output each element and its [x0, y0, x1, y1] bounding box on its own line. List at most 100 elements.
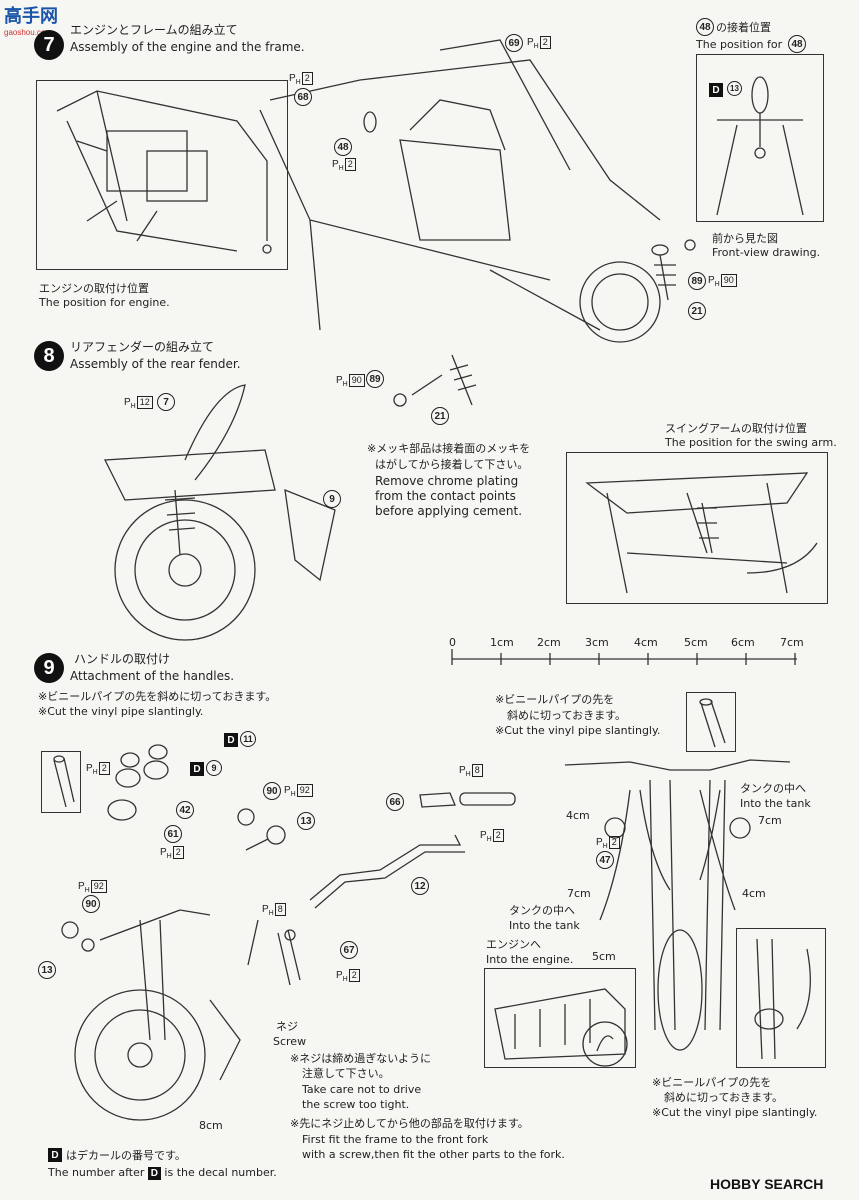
paint-ph-67-b-value: 2 — [348, 969, 360, 982]
decal-legend-inline-marker: D — [147, 1166, 161, 1180]
grip-right-drawing — [419, 792, 516, 808]
vinyl-note-3-jp-2: 斜めに切っておきます。 — [664, 1091, 784, 1104]
paint-ph-89-a-value: 90 — [720, 274, 737, 287]
paint-ph-7-value: 12 — [136, 396, 153, 409]
fit-note-en-1: First fit the frame to the front fork — [302, 1133, 489, 1146]
swingarm-position-inset — [566, 452, 828, 604]
decal-13-circle: 13 — [727, 81, 742, 96]
chrome-note-en-2: from the contact points — [375, 489, 516, 503]
part-90-a: 90 — [263, 782, 281, 800]
ruler-label-6: 6cm — [731, 636, 755, 649]
decal-d-11-marker: D — [224, 733, 238, 747]
ruler-label-4: 4cm — [634, 636, 658, 649]
chrome-note-jp-2: はがしてから接着して下さい。 — [375, 458, 529, 471]
rear-shock-drawing-2 — [393, 354, 477, 407]
engine-position-label-en: The position for engine. — [39, 296, 170, 309]
screw-note-en-2: the screw too tight. — [302, 1098, 410, 1111]
inset-48-title-en: The position for — [696, 38, 783, 51]
length-4cm-b: 4cm — [742, 887, 766, 900]
part-89-a: 89 — [688, 272, 706, 290]
site-logo: 高手网 gaoshou.com — [4, 2, 58, 37]
step-7-number: 7 — [34, 30, 64, 60]
rear-shock-drawing — [651, 239, 696, 301]
ruler-label-0: 0 — [449, 636, 456, 649]
length-5cm: 5cm — [592, 950, 616, 963]
ruler-label-2: 2cm — [537, 636, 561, 649]
mirror-drawing-a — [237, 808, 286, 851]
paint-ph-89-b-value: 90 — [348, 374, 365, 387]
step-9-title-en: Attachment of the handles. — [70, 669, 235, 683]
tank-label-2-jp: タンクの中へ — [509, 904, 575, 917]
decal-d-9-marker: D — [190, 762, 204, 776]
front-fork-drawing — [716, 76, 804, 216]
paint-ph-90-a-value: 92 — [296, 784, 313, 797]
ruler-label-7: 7cm — [780, 636, 804, 649]
tank-label-1-en: Into the tank — [740, 797, 811, 810]
part-89-b: 89 — [366, 370, 384, 388]
swingarm-drawing — [585, 472, 818, 594]
part-67: 67 — [340, 941, 358, 959]
logo-text: 高手网 — [4, 6, 58, 26]
inset-48-title-jp: の接着位置 — [716, 21, 771, 34]
paint-ph-47-value: 2 — [608, 836, 620, 849]
decal-legend-jp: はデカールの番号です。 — [66, 1149, 186, 1162]
step-9-title-jp: ハンドルの取付け — [74, 652, 171, 666]
decal-legend-en-pre: The number after — [48, 1166, 145, 1179]
screw-note-jp-1: ※ネジは締め過ぎないように — [290, 1052, 431, 1065]
step-8-title-en: Assembly of the rear fender. — [70, 357, 241, 371]
part-42: 42 — [176, 801, 194, 819]
vinyl-pipe-inset-2 — [686, 692, 736, 752]
tank-label-2-en: Into the tank — [509, 919, 580, 932]
chrome-note-en-3: before applying cement. — [375, 504, 523, 518]
part-13-a: 13 — [297, 812, 315, 830]
screw-note-en-1: Take care not to drive — [302, 1083, 422, 1096]
paint-ph-69-value: 2 — [539, 36, 551, 49]
footer-brand-text: HOBBY SEARCH — [710, 1176, 824, 1192]
screw-label-en: Screw — [273, 1035, 307, 1048]
part-12: 12 — [411, 877, 429, 895]
ruler-label-3: 3cm — [585, 636, 609, 649]
engine-route-en: Into the engine. — [486, 953, 574, 966]
length-4cm-a: 4cm — [566, 809, 590, 822]
grip-left-drawing — [247, 919, 301, 986]
fit-note-jp: ※先にネジ止めしてから他の部品を取付けます。 — [290, 1117, 529, 1130]
engine-position-label-jp: エンジンの取付け位置 — [39, 282, 149, 295]
part-61: 61 — [164, 825, 182, 843]
vinyl-note-2-jp-1: ※ビニールパイプの先を — [495, 693, 615, 706]
vinyl-note-3-jp-1: ※ビニールパイプの先を — [652, 1076, 772, 1089]
step-8-title-jp: リアフェンダーの組み立て — [70, 340, 215, 354]
part-69: 69 — [505, 34, 523, 52]
vinyl-note-3-en: ※Cut the vinyl pipe slantingly. — [652, 1106, 818, 1119]
swingarm-label-en: The position for the swing arm. — [665, 436, 837, 449]
length-7cm-a: 7cm — [758, 814, 782, 827]
front-view-label-en: Front-view drawing. — [712, 246, 821, 259]
rear-fender-drawing — [103, 384, 336, 641]
step-7-title-jp: エンジンとフレームの組み立て — [70, 23, 238, 37]
vinyl-pipe-drawing-2 — [699, 698, 726, 748]
decal-legend-en: The number after D is the decal number. — [48, 1166, 277, 1180]
step-9-number: 9 — [34, 653, 64, 683]
decal-9: 9 — [206, 760, 222, 776]
handle-switch-drawing — [107, 744, 169, 821]
handlebar-drawing — [309, 834, 465, 909]
carb-inset — [736, 928, 826, 1068]
engine-position-inset — [36, 80, 288, 270]
part-48: 48 — [334, 138, 352, 156]
handlebar-wiring-drawing — [564, 759, 791, 1051]
part-9: 9 — [323, 490, 341, 508]
part-47: 47 — [596, 851, 614, 869]
part-48-position-inset: D 13 — [696, 54, 824, 222]
ruler — [451, 649, 797, 665]
step-8-number: 8 — [34, 341, 64, 371]
